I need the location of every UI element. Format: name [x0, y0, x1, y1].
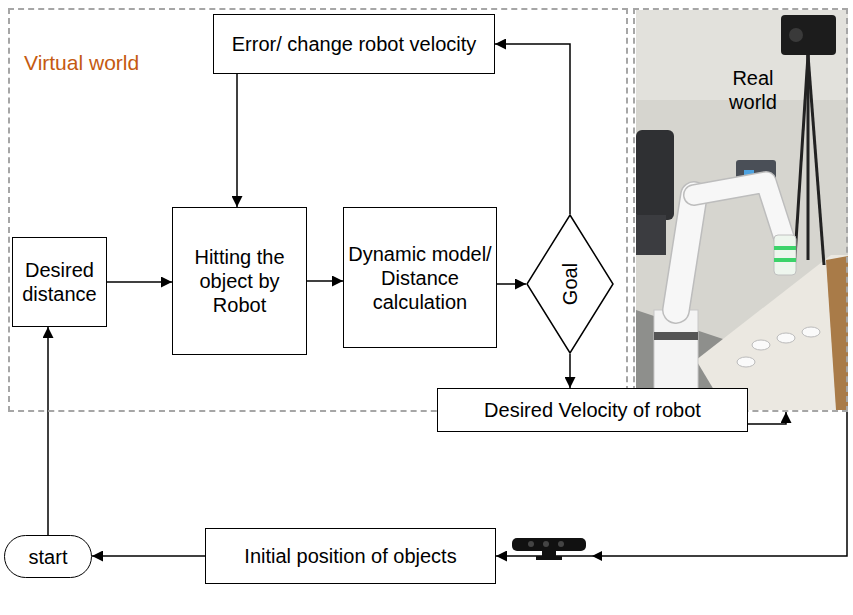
- end-effector: [774, 235, 796, 275]
- diamond-shape: [527, 215, 613, 353]
- node-label: Error/ change robot velocity: [232, 32, 477, 56]
- node-label: start: [29, 545, 68, 569]
- kinect-lens: [528, 541, 534, 547]
- process-box: Desired distance: [12, 237, 107, 327]
- kinect-lens: [543, 541, 549, 547]
- process-box: Initial position of objects: [205, 528, 496, 584]
- object: [737, 357, 755, 367]
- flow-arrow: [497, 283, 526, 285]
- flow-arrow: [496, 412, 847, 556]
- flow-arrow: [495, 44, 570, 214]
- process-box: Error/ change robot velocity: [213, 14, 495, 74]
- robot-upper-arm: [676, 195, 694, 310]
- robot-forearm: [694, 182, 784, 238]
- process-box: Desired Velocity of robot: [437, 388, 748, 432]
- flow-arrow: [47, 327, 49, 535]
- node-label: Goal: [558, 263, 582, 305]
- node-label: Dynamic model/ Distance calculation: [348, 242, 492, 314]
- decision-diamond: Goal: [526, 214, 614, 354]
- camera-lens: [789, 28, 803, 42]
- kinect-sensor: [506, 534, 602, 564]
- process-box: Hitting the object by Robot: [172, 207, 307, 355]
- chair-seat: [636, 215, 666, 255]
- wall: [636, 10, 848, 410]
- world-region: Virtual world Error/ change robot velocit…: [8, 8, 628, 412]
- flow-arrow: [748, 412, 786, 424]
- world-region: Real world: [633, 8, 848, 412]
- robot-arm-shadow: [676, 195, 694, 310]
- camera: [781, 15, 836, 55]
- object: [777, 333, 795, 343]
- object: [802, 327, 820, 337]
- effector-light: [774, 258, 796, 262]
- flow-arrow: [107, 281, 172, 283]
- tripod-leg: [808, 55, 824, 265]
- node-label: Desired distance: [17, 258, 102, 306]
- flow-arrow: [569, 354, 571, 388]
- table-top: [696, 255, 848, 410]
- tripod-leg: [807, 55, 810, 260]
- start-terminal: start: [4, 535, 92, 578]
- region-label: Real world: [713, 66, 793, 114]
- node-label: Desired Velocity of robot: [484, 398, 701, 422]
- kinect-body: [512, 538, 586, 551]
- flow-arrow: [236, 74, 238, 207]
- effector-light: [774, 246, 796, 250]
- robot-ring: [654, 332, 698, 340]
- region-label: Virtual world: [24, 50, 139, 75]
- node-label: Initial position of objects: [244, 544, 456, 568]
- robot-forearm-shadow: [694, 182, 784, 238]
- flow-arrow: [92, 555, 205, 557]
- kinect-lens: [558, 541, 564, 547]
- flow-arrow: [307, 280, 343, 282]
- process-box: Dynamic model/ Distance calculation: [343, 207, 497, 348]
- chair: [636, 130, 674, 220]
- table-edge: [826, 256, 848, 410]
- arrow-head: [592, 551, 602, 561]
- kinect-foot: [536, 556, 562, 560]
- object: [752, 340, 770, 350]
- node-label: Hitting the object by Robot: [177, 245, 302, 317]
